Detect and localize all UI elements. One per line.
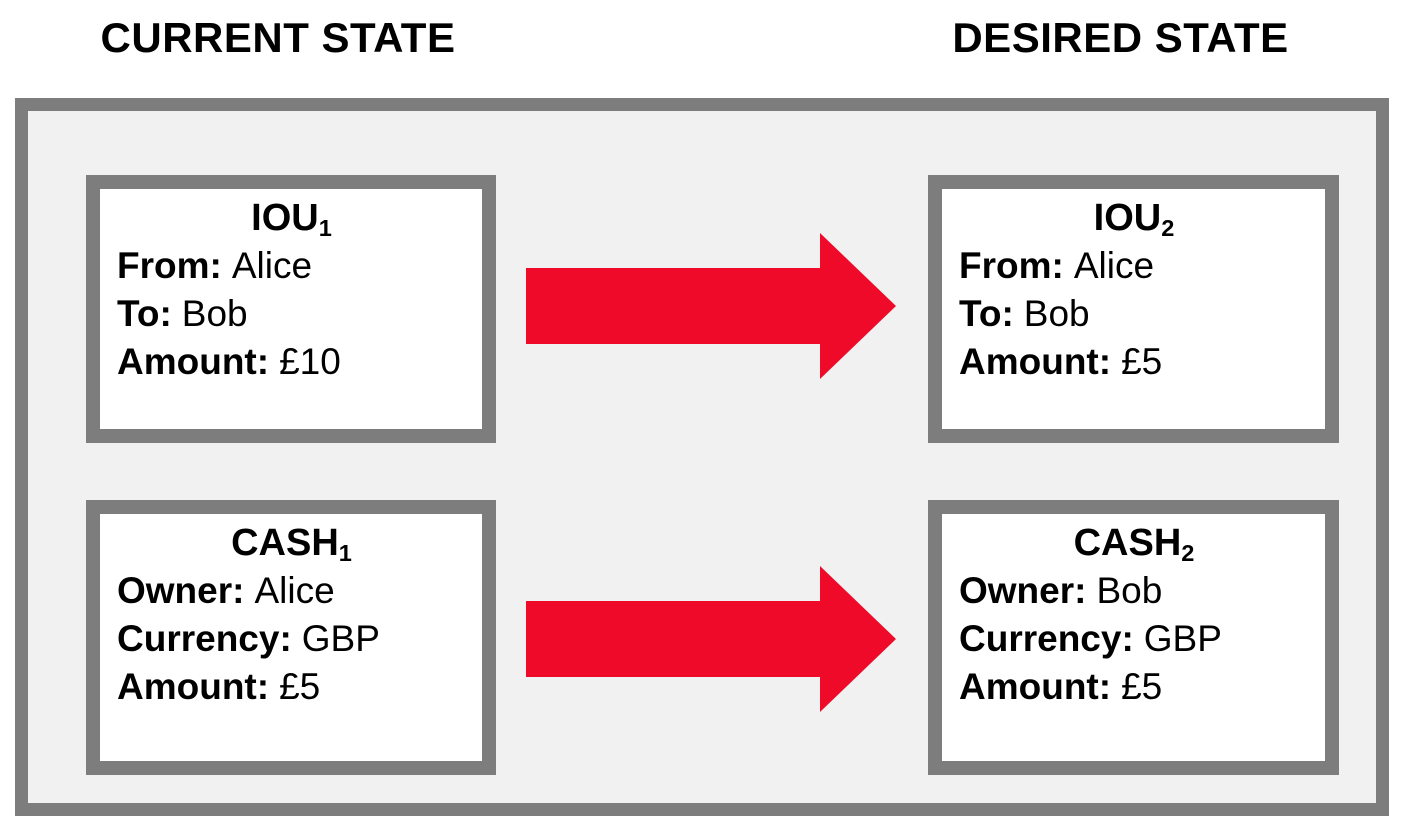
field-row: To:Bob [959, 290, 1309, 338]
box-title-subscript: 2 [1181, 539, 1195, 566]
field-value: £5 [279, 666, 321, 707]
field-label: Amount: [959, 666, 1112, 707]
box-title-text: CASH [231, 522, 339, 564]
field-label: From: [959, 245, 1064, 286]
right-arrow-shape [526, 566, 896, 712]
field-value: Alice [231, 245, 313, 286]
desired-state-header: DESIRED STATE [952, 14, 1289, 61]
field-value: £5 [1121, 666, 1163, 707]
field-row: Amount:£5 [959, 338, 1309, 386]
field-label: Owner: [959, 570, 1087, 611]
field-row: From:Alice [117, 242, 466, 290]
field-label: To: [117, 293, 172, 334]
field-row: Amount:£10 [117, 338, 466, 386]
field-row: Owner:Bob [959, 567, 1309, 615]
right-arrow-icon [526, 233, 896, 379]
box-title-cash2: CASH2 [959, 520, 1309, 567]
field-value: £5 [1121, 341, 1163, 382]
field-label: Currency: [117, 618, 292, 659]
field-value: £10 [279, 341, 341, 382]
state-box-cash2: CASH2 Owner:Bob Currency:GBP Amount:£5 [928, 500, 1339, 775]
field-value: Alice [254, 570, 335, 611]
box-title-iou1: IOU1 [117, 195, 466, 242]
field-value: Bob [181, 293, 248, 334]
field-label: Currency: [959, 618, 1134, 659]
field-value: GBP [1143, 618, 1222, 659]
field-row: To:Bob [117, 290, 466, 338]
state-box-cash1: CASH1 Owner:Alice Currency:GBP Amount:£5 [86, 500, 496, 775]
field-row: Currency:GBP [959, 615, 1309, 663]
field-row: Amount:£5 [959, 663, 1309, 711]
field-label: Amount: [117, 341, 270, 382]
field-label: Amount: [959, 341, 1112, 382]
field-label: To: [959, 293, 1014, 334]
box-title-subscript: 1 [318, 214, 332, 241]
field-value: GBP [301, 618, 380, 659]
box-title-iou2: IOU2 [959, 195, 1309, 242]
box-title-subscript: 1 [338, 539, 352, 566]
field-row: Currency:GBP [117, 615, 466, 663]
field-row: From:Alice [959, 242, 1309, 290]
state-box-iou1: IOU1 From:Alice To:Bob Amount:£10 [86, 175, 496, 443]
field-label: Owner: [117, 570, 245, 611]
field-value: Bob [1023, 293, 1090, 334]
right-arrow-shape [526, 233, 896, 379]
box-title-text: IOU [1093, 197, 1162, 239]
field-value: Alice [1073, 245, 1155, 286]
right-arrow-icon [526, 566, 896, 712]
field-row: Amount:£5 [117, 663, 466, 711]
field-row: Owner:Alice [117, 567, 466, 615]
state-box-iou2: IOU2 From:Alice To:Bob Amount:£5 [928, 175, 1339, 443]
state-panel: IOU1 From:Alice To:Bob Amount:£10 IOU2 F… [15, 98, 1389, 816]
box-title-text: CASH [1073, 522, 1182, 564]
field-value: Bob [1096, 570, 1163, 611]
field-label: Amount: [117, 666, 270, 707]
field-label: From: [117, 245, 222, 286]
box-title-cash1: CASH1 [117, 520, 466, 567]
current-state-header: CURRENT STATE [100, 14, 456, 61]
box-title-text: IOU [251, 197, 319, 239]
box-title-subscript: 2 [1161, 214, 1175, 241]
